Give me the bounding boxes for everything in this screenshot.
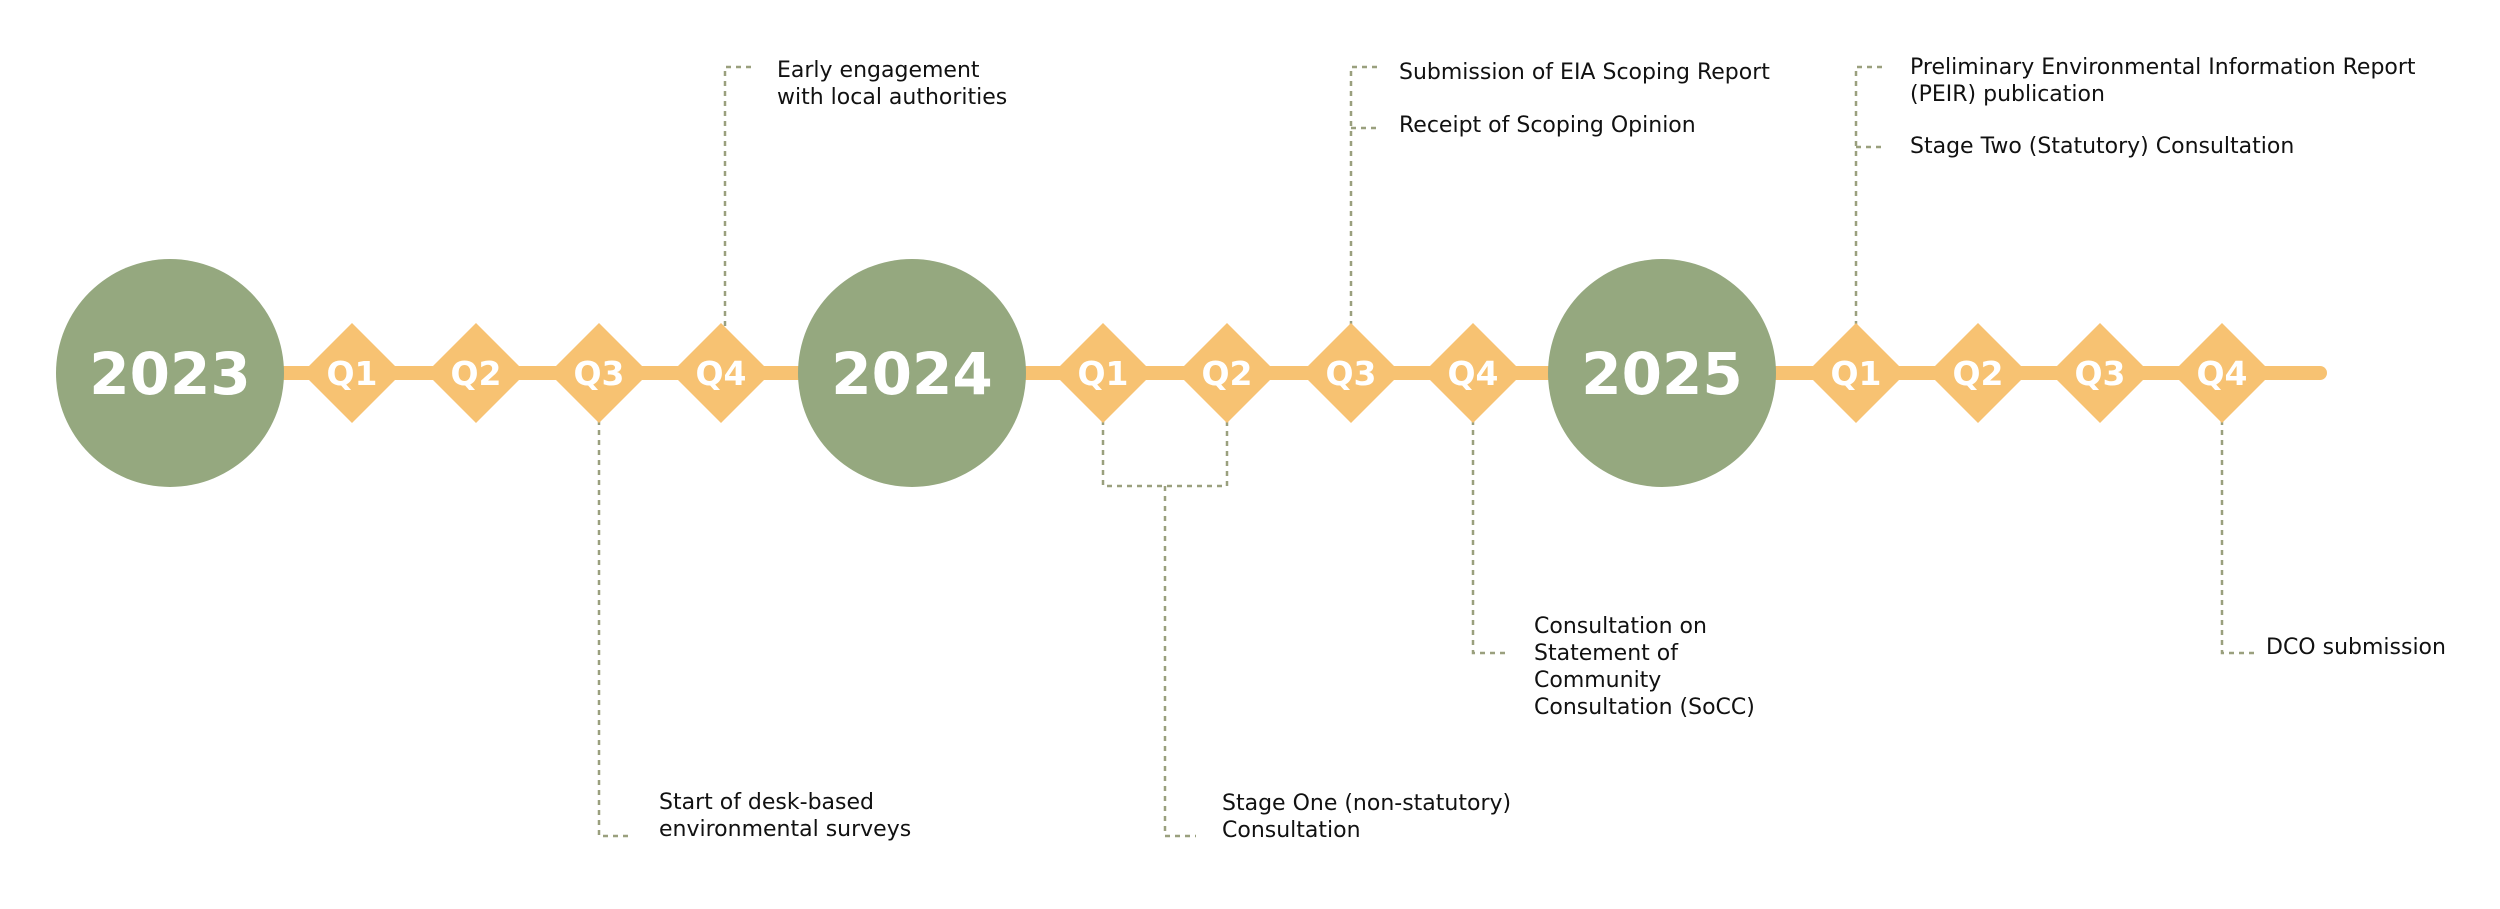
quarter-diamond [302,323,402,423]
quarter-label: Q3 [573,354,624,393]
quarter-diamond [1423,323,1523,423]
quarter-label: Q2 [1201,354,1252,393]
milestone-label-peir-publication: Preliminary Environmental Information Re… [1910,55,2416,107]
connector-dco [2220,420,2254,655]
year-node-2025: 2025 [1548,259,1776,487]
milestone-label-socc-consultation: Consultation on Statement of Community C… [1534,614,1755,720]
quarter-diamond [549,323,649,423]
quarter-label: Q3 [1325,354,1376,393]
milestone-label-early-engagement: Early engagement with local authorities [777,58,1008,110]
quarter-diamond [2172,323,2272,423]
milestone-label-eia-scoping-report: Submission of EIA Scoping Report [1399,60,1770,85]
milestone-label-scoping-opinion: Receipt of Scoping Opinion [1399,113,1696,138]
quarter-node-2023-q3: Q3 [549,323,649,423]
quarter-node-2025-q1: Q1 [1806,323,1906,423]
quarter-label: Q2 [1952,354,2003,393]
quarter-diamond [1928,323,2028,423]
quarter-node-2025-q4: Q4 [2172,323,2272,423]
year-label: 2023 [89,340,250,408]
milestone-label-dco-submission: DCO submission [2266,635,2446,660]
quarter-diamond [1301,323,1401,423]
quarter-node-2025-q3: Q3 [2050,323,2150,423]
quarter-label: Q1 [326,354,377,393]
quarter-diamond [2050,323,2150,423]
quarter-node-2024-q4: Q4 [1423,323,1523,423]
year-circle [56,259,284,487]
quarter-diamond [1177,323,1277,423]
quarter-node-2025-q2: Q2 [1928,323,2028,423]
timeline-nodes: 2023 Q1 Q2 Q3 Q4 2024 Q1 Q2 Q3 Q4 2025 Q1 Q2 Q3 Q4 [56,259,2272,487]
milestone-label-stage-two-consultation: Stage Two (Statutory) Consultation [1910,134,2295,159]
quarter-node-2023-q2: Q2 [426,323,526,423]
quarter-label: Q1 [1077,354,1128,393]
connector-early-engagement [723,65,755,326]
quarter-diamond [426,323,526,423]
quarter-label: Q4 [1447,354,1498,393]
year-node-2023: 2023 [56,259,284,487]
quarter-label: Q3 [2074,354,2125,393]
connector-eia-scoping [1349,65,1380,326]
quarter-label: Q2 [450,354,501,393]
quarter-node-2024-q3: Q3 [1301,323,1401,423]
connector-stage-one-bracket [1101,420,1229,488]
quarter-diamond [1806,323,1906,423]
quarter-node-2024-q2: Q2 [1177,323,1277,423]
connector-socc [1471,420,1506,655]
milestone-label-desk-surveys: Start of desk-based environmental survey… [659,790,912,842]
year-circle [1548,259,1776,487]
year-circle [798,259,1026,487]
quarter-label: Q4 [695,354,746,393]
quarter-diamond [1053,323,1153,423]
year-label: 2025 [1581,340,1742,408]
connector-stage-one [1163,486,1196,838]
milestone-label-stage-one-consultation: Stage One (non-statutory) Consultation [1222,791,1512,843]
year-node-2024: 2024 [798,259,1026,487]
quarter-node-2024-q1: Q1 [1053,323,1153,423]
connector-desk-surveys [597,420,630,838]
quarter-node-2023-q4: Q4 [671,323,771,423]
quarter-diamond [671,323,771,423]
quarter-node-2023-q1: Q1 [302,323,402,423]
quarter-label: Q4 [2196,354,2247,393]
year-label: 2024 [831,340,992,408]
quarter-label: Q1 [1830,354,1881,393]
connector-peir [1854,65,1885,326]
connector-lines [597,65,2254,838]
